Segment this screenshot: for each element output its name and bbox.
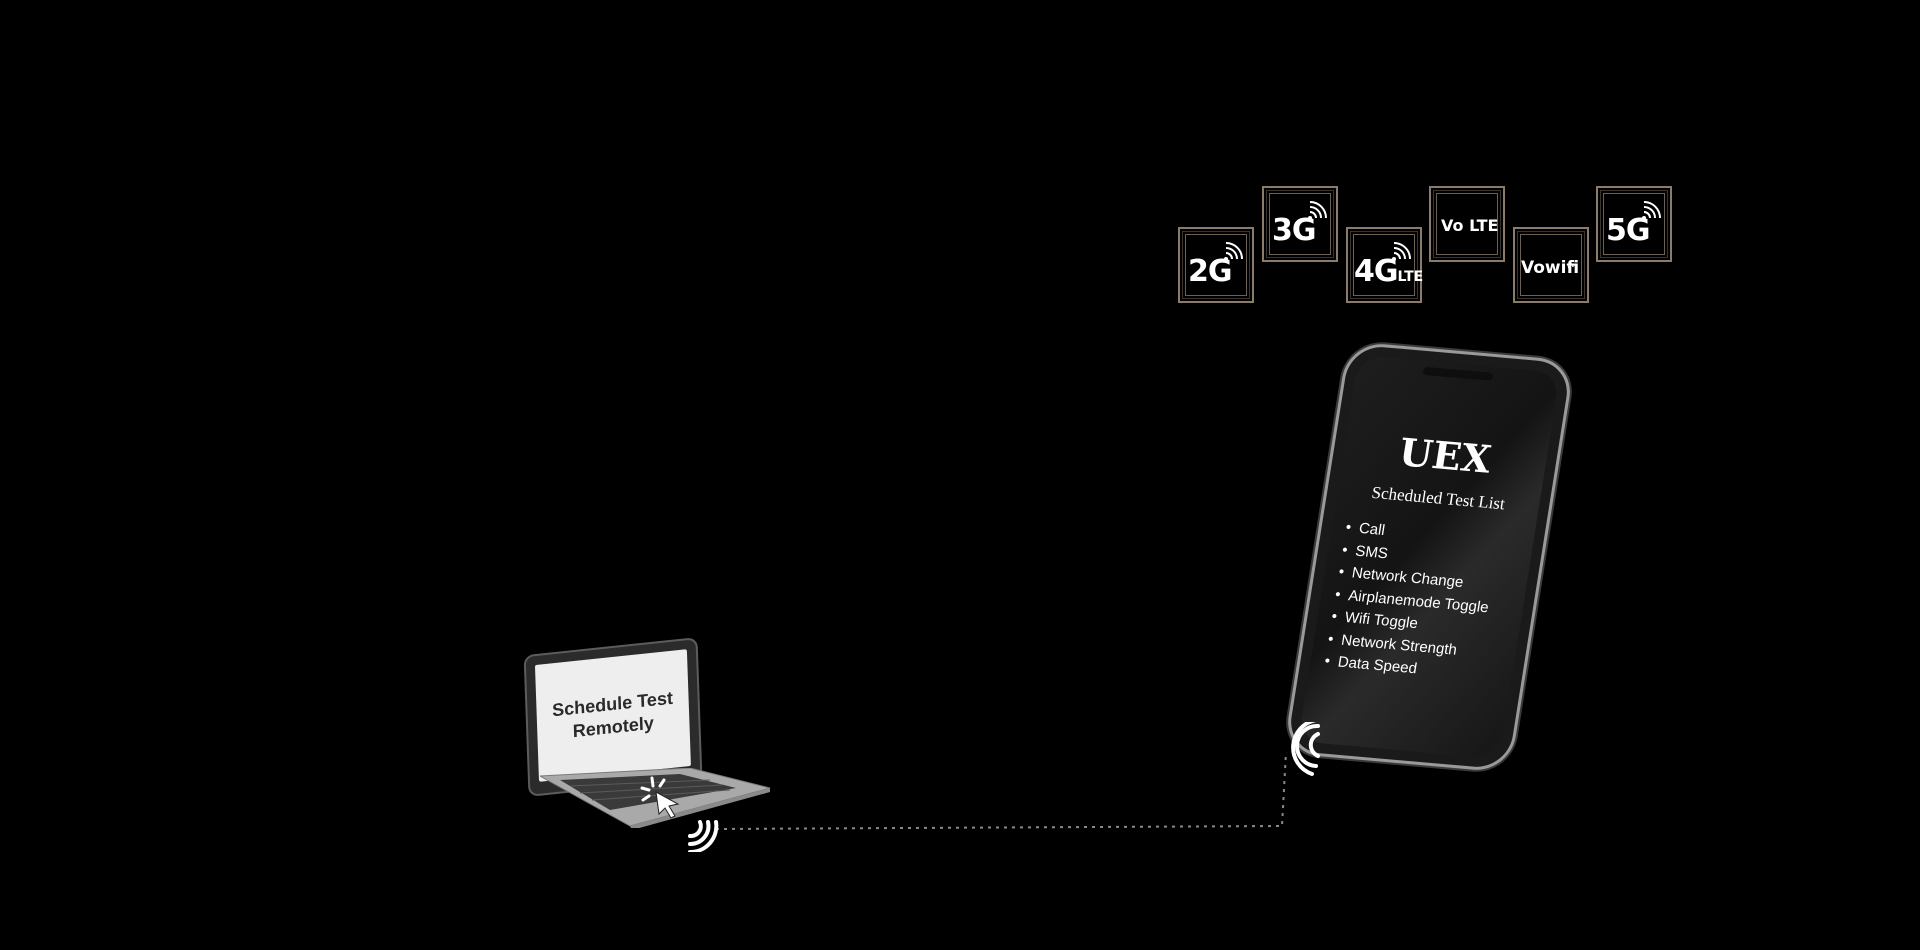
signal-icon [1308,201,1327,220]
signal-icon [1642,201,1661,220]
laptop-screen: Schedule Test Remotely [534,649,691,782]
badge-label: Vowifi [1521,258,1580,278]
badge-volte: Vo LTE [1429,186,1505,262]
cursor-click-icon [640,776,680,819]
badge-sublabel: LTE [1397,269,1424,285]
badge-3g: 3G [1262,186,1338,262]
badge-label: 3G [1272,213,1316,248]
badge-label: 4GLTE [1354,254,1424,289]
signal-icon [1392,242,1411,261]
laptop-screen-text: Schedule Test Remotely [551,687,674,741]
badge-2g: 2G [1178,227,1254,303]
wifi-icon [1567,262,1574,269]
test-list-heading: Scheduled Test List [1370,482,1507,514]
smartphone: UEX Scheduled Test List Call SMS Network… [1286,344,1572,770]
badge-label: 5G [1606,213,1650,248]
scheduled-test-list: Call SMS Network Change Airplanemode Tog… [1323,517,1501,686]
phone-signal-icon [1291,722,1320,776]
laptop: Schedule Test Remotely [520,639,780,848]
phone-screen: UEX Scheduled Test List Call SMS Network… [1297,355,1561,759]
app-title: UEX [1395,429,1495,482]
laptop-signal-icon [688,820,719,852]
badge-4g-lte: 4GLTE [1346,227,1424,303]
phone-notch [1422,366,1494,381]
badge-label: Vo LTE [1441,216,1499,235]
badge-label: 2G [1188,254,1232,289]
badge-vowifi: Vowifi [1513,227,1589,303]
laptop-keyboard-deck [540,768,770,828]
signal-icon [1224,242,1243,261]
badge-5g: 5G [1596,186,1672,262]
